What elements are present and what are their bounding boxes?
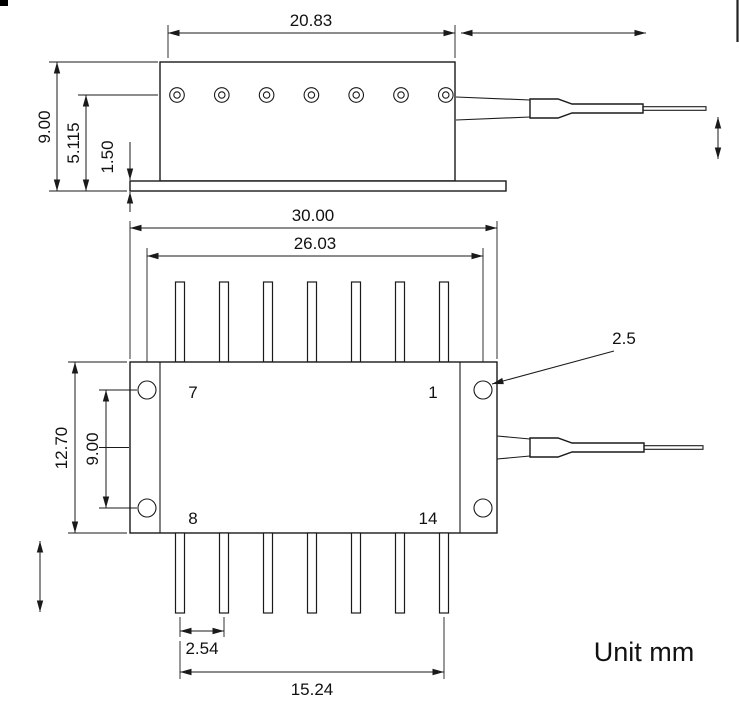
top-pin-row xyxy=(174,281,450,363)
side-view-fiber-pigtail xyxy=(455,96,707,121)
optical-fiber xyxy=(642,106,707,111)
dimension-label: 5.115 xyxy=(64,122,83,163)
dimension-body-width: 12.70 xyxy=(52,361,127,534)
dip-pin xyxy=(438,281,450,363)
pin-number-bottom-left: 8 xyxy=(188,509,197,528)
top-view-body xyxy=(129,361,498,534)
dimension-label: 9.00 xyxy=(83,432,102,465)
dip-pin xyxy=(262,532,274,614)
top-view: 30.00 26.03 7 1 8 xyxy=(36,206,704,699)
callout-hole-diameter: 2.5 xyxy=(491,329,636,385)
pin-number-top-left: 7 xyxy=(188,383,197,402)
dimension-overall-length: 30.00 xyxy=(129,206,498,359)
pin-hole xyxy=(393,87,409,103)
dimension-label: 2.54 xyxy=(185,639,218,658)
dip-pin xyxy=(262,281,274,363)
mounting-hole xyxy=(137,498,157,518)
fiber-snout xyxy=(496,455,531,460)
page-corner-mark xyxy=(0,0,8,6)
dimension-pin-pitch: 2.54 xyxy=(179,617,225,658)
dimension-label: 1.50 xyxy=(98,140,117,173)
dimension-label: 26.03 xyxy=(294,234,337,253)
dimension-label: 9.00 xyxy=(35,110,54,143)
dimension-label: 2.5 xyxy=(612,329,636,348)
dip-pin xyxy=(306,281,318,363)
dip-pin xyxy=(174,281,186,363)
dimension-label: 12.70 xyxy=(52,427,71,470)
dimension-pin-row-span: 15.24 xyxy=(179,617,445,699)
fiber-snout xyxy=(455,116,531,121)
dip-pin xyxy=(394,281,406,363)
leader-line xyxy=(491,350,615,385)
dimension-body-length: 20.83 xyxy=(167,11,456,58)
bottom-pin-row xyxy=(174,532,450,614)
dimension-label: 20.83 xyxy=(290,11,333,30)
mounting-hole xyxy=(137,380,157,400)
pin-hole xyxy=(303,87,320,103)
dimension-label: 15.24 xyxy=(291,680,334,699)
dip-pin xyxy=(438,532,450,614)
pin-hole xyxy=(348,87,365,103)
dimension-label: 30.00 xyxy=(292,206,335,225)
pin-number-top-right: 1 xyxy=(428,383,437,402)
pin-hole xyxy=(258,87,275,103)
unit-note: Unit mm xyxy=(594,637,695,667)
pin-hole xyxy=(213,87,230,103)
mounting-hole xyxy=(473,498,493,518)
dip-pin xyxy=(394,532,406,614)
pin-hole xyxy=(437,87,454,103)
dimension-base-thickness: 1.50 xyxy=(98,140,134,212)
side-view-baseplate xyxy=(129,180,507,192)
fiber-boot xyxy=(529,437,645,458)
dip-pin xyxy=(218,532,230,614)
dimension-overall-height: 9.00 xyxy=(35,61,158,192)
side-view-pin-holes xyxy=(169,87,454,103)
dip-pin xyxy=(306,532,318,614)
side-view-body xyxy=(159,61,456,182)
dimension-hole-span-length: 26.03 xyxy=(146,234,484,380)
optical-fiber xyxy=(643,445,704,450)
mounting-hole xyxy=(473,380,493,400)
dip-pin xyxy=(174,532,186,614)
fiber-snout xyxy=(455,96,531,101)
dip-pin xyxy=(350,532,362,614)
dimension-fiber-axis-height: 5.115 xyxy=(64,95,90,191)
side-view: 20.83 9.00 5.115 xyxy=(35,11,722,212)
fiber-snout xyxy=(496,435,531,440)
pin-hole xyxy=(169,87,185,103)
fiber-boot xyxy=(529,98,644,119)
dip-pin xyxy=(218,281,230,363)
dip-pin xyxy=(350,281,362,363)
dimension-hole-span-width: 9.00 xyxy=(83,389,137,509)
pin-number-bottom-right: 14 xyxy=(419,509,438,528)
top-view-fiber-pigtail xyxy=(496,435,704,460)
